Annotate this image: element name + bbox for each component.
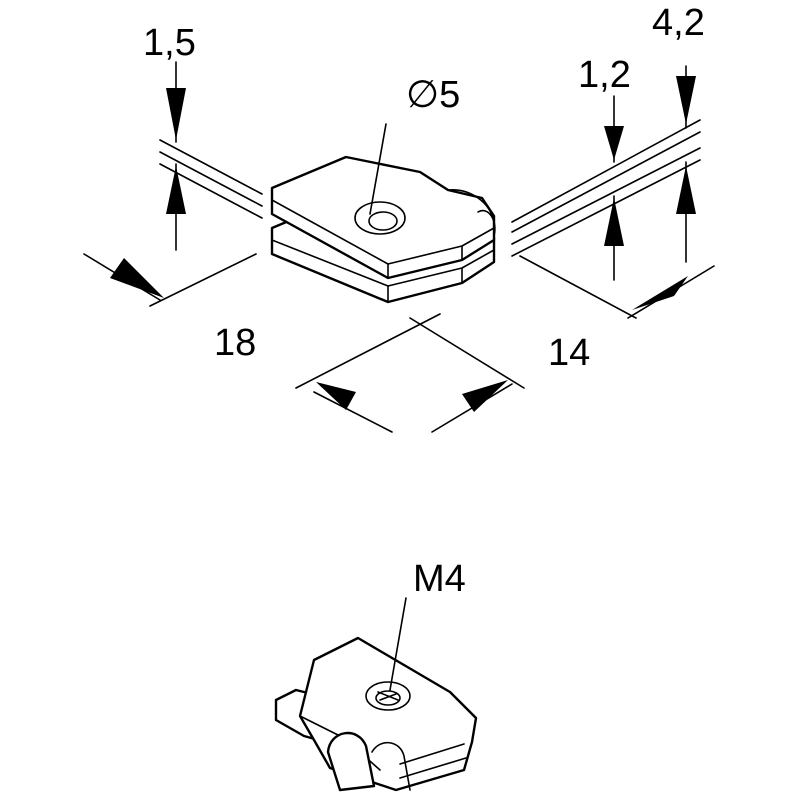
leader-diameter bbox=[369, 123, 387, 215]
dim-label-sheet-thickness: 1,5 bbox=[143, 22, 196, 64]
dim-label-hole-diameter: ∅5 bbox=[406, 76, 460, 114]
dim-1-5 bbox=[166, 61, 186, 251]
diameter-value: 5 bbox=[439, 74, 461, 116]
thread-label: M4 bbox=[413, 558, 466, 600]
dim-18 bbox=[83, 253, 257, 307]
sheet-right bbox=[511, 119, 701, 257]
diameter-symbol: ∅ bbox=[406, 74, 440, 116]
dim-label-total-thickness: 4,2 bbox=[652, 2, 705, 44]
dim-right bbox=[519, 65, 715, 319]
dim-label-inner-thickness: 1,2 bbox=[578, 54, 631, 96]
dim-14 bbox=[295, 313, 525, 433]
nut-part bbox=[274, 597, 478, 792]
dim-label-width: 18 bbox=[214, 322, 257, 364]
clamp-part-top bbox=[270, 155, 496, 304]
dim-label-depth: 14 bbox=[548, 332, 591, 374]
